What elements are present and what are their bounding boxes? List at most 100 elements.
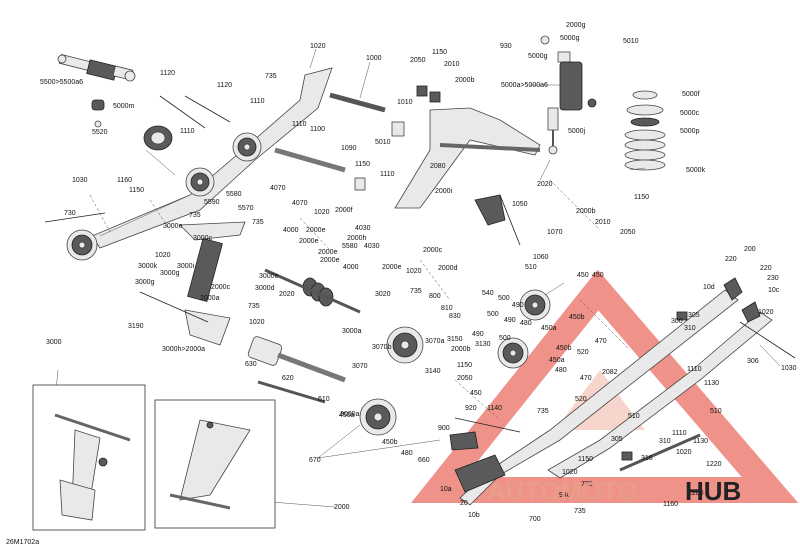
wheel-1110-a [232,132,262,162]
spacers-top-center [354,85,441,191]
rod-1140 [454,417,521,433]
callout-label: 2000c [423,247,443,254]
callout-label: 2000c [211,284,231,291]
callout-label: 480 [555,367,567,374]
spring-1110 [143,125,176,176]
callout-label: 1160 [663,501,678,508]
callout-label: 2010 [595,219,611,226]
callout-label: 700 [529,516,541,523]
callout-label: 800 [429,293,441,300]
callout-label: 4030 [364,243,380,250]
callout-label: 940 [559,492,571,499]
spacer-1010 [391,121,405,137]
callout-label: 3000a [340,411,360,418]
callout-label: 2050 [620,229,636,236]
callout-label: 5010 [375,139,391,146]
inset-box-2000 [154,399,276,529]
callout-label: 3070 [352,363,368,370]
callout-label: 500 [499,335,511,342]
callout-label: 1110 [180,128,195,135]
callout-label: 3150 [447,336,463,343]
callout-label: 3000g [160,270,180,277]
callout-label: 220 [725,256,737,263]
callout-label: 316 [641,455,653,462]
callout-label: 510 [525,264,537,271]
callout-label: 5000g [528,53,548,60]
callout-labels: 102073510001150205020102000b9302000g5000… [40,22,797,523]
callout-label: 1020 [758,309,774,316]
callout-label: 450b [569,314,585,321]
front-arm-2020 [394,107,541,246]
callout-label: 490 [512,302,524,309]
callout-label: 450b [382,439,398,446]
callout-label: 3130 [475,341,491,348]
block-305 [621,311,688,461]
callout-label: 1120 [160,70,175,77]
callout-label: 3190 [128,323,144,330]
callout-label: 3000e [163,223,183,230]
callout-label: 930 [500,43,512,50]
callout-label: 1130 [704,380,719,387]
callout-label: 1150 [578,456,593,463]
callout-label: 540 [482,290,494,297]
callout-label: 2000e [306,227,326,234]
callout-label: 5580 [342,243,358,250]
callout-label: 480 [520,320,532,327]
callout-label: 230 [767,275,779,282]
callout-label: 730 [64,210,76,217]
callout-label: 20 [460,500,468,507]
idler-wheel-3070 [386,326,424,364]
callout-label: 830 [449,313,461,320]
callout-label: 1200 [688,490,704,497]
callout-label: 4000 [283,227,299,234]
callout-label: 2000a [200,295,220,302]
callout-label: 5520 [92,129,108,136]
callout-label: 5000k [686,167,706,174]
callout-label: 4030 [355,225,371,232]
callout-label: 1150 [634,194,649,201]
callout-label: 3000c [193,235,213,242]
callout-label: 2000e [318,249,338,256]
callout-label: 480 [401,450,413,457]
callout-label: 2000g [566,22,586,29]
callout-label: 450b [556,345,572,352]
callout-label: 2050 [457,375,473,382]
callout-label: 200 [744,246,756,253]
dashed-lines [89,179,631,421]
callout-label: 1150 [457,362,472,369]
nut-5520 [94,120,102,128]
shaft-1000 [329,92,386,113]
callout-label: 5000g [560,35,580,42]
callout-label: 810 [441,305,453,312]
watermark-text: AUTOMOTO HUB [487,476,741,506]
callout-label: 5570 [238,205,254,212]
callout-label: 5000j [568,128,586,135]
bushing-5000m [91,99,105,111]
callout-label: 310 [659,438,671,445]
callout-label: 1110 [292,121,307,128]
watermark-text-b: HUB [685,476,741,506]
wear-strip-1200 [619,433,701,472]
callout-label: 5000a>5000a6 [501,82,548,89]
rod-3190 [139,291,209,323]
shaft-610 [257,380,326,404]
callout-label: 735 [574,508,586,515]
callout-label: 1020 [249,319,265,326]
callout-label: 1220 [706,461,722,468]
callout-label: 1070 [547,229,563,236]
callout-label: 3000 [46,339,62,346]
callout-label: 5000c [680,110,700,117]
callout-label: 1020 [406,268,422,275]
callout-label: 3000g [135,279,155,286]
callout-label: 450a [541,325,557,332]
watermark-text-a: AUTOMOTO [487,476,638,506]
callout-label: 5580 [226,191,242,198]
shaft-1090 [274,147,346,173]
spring-3020 [264,268,361,314]
callout-label: 300 [671,318,683,325]
callout-label: 2020 [537,181,553,188]
callout-label: 920 [465,405,477,412]
shock-5000 [540,35,597,155]
callout-label: 10c [768,287,780,294]
callout-label: 735 [537,408,549,415]
